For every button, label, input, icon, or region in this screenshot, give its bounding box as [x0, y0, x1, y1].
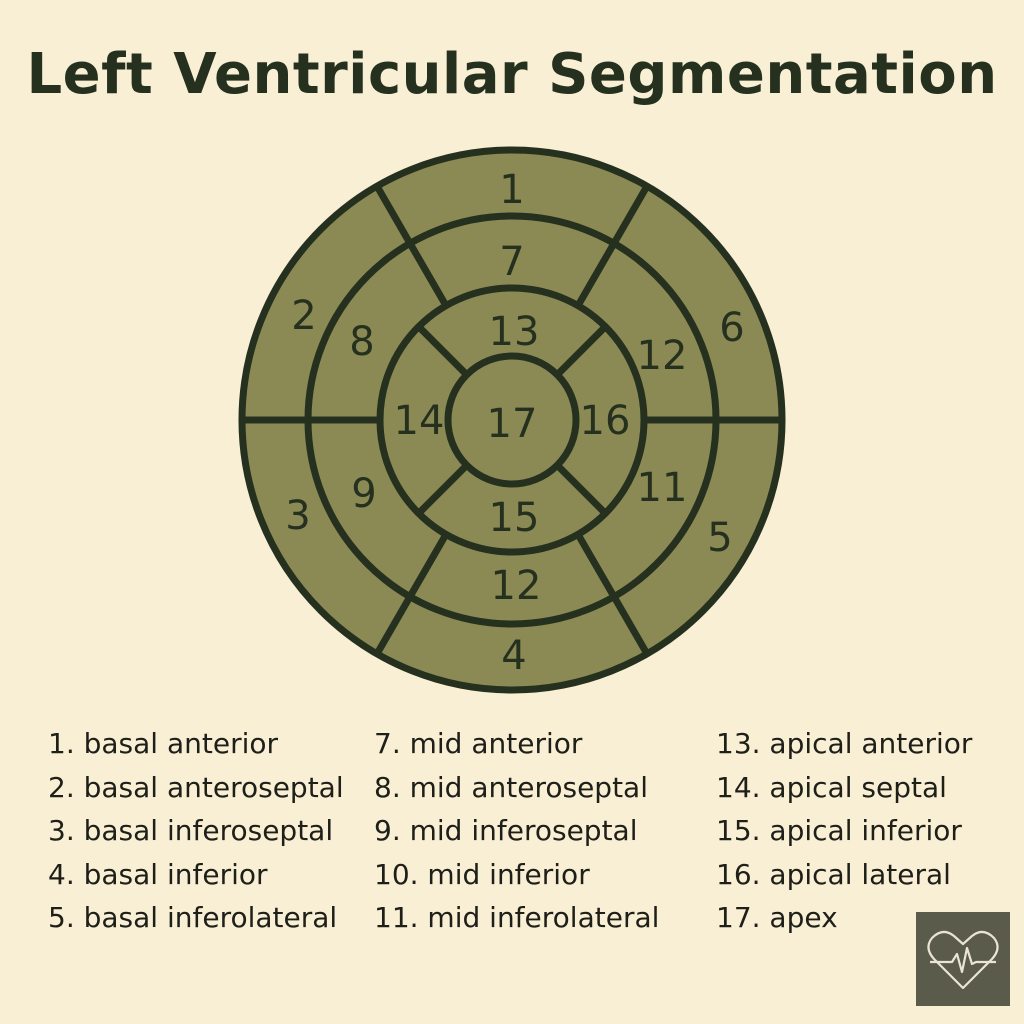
apical-divider-line [554, 462, 608, 516]
legend-column-apical: 13. apical anterior 14. apical septal 15… [716, 722, 972, 940]
segment-seg-4 [377, 596, 647, 690]
segment-seg-8 [308, 243, 446, 420]
label-seg-9: 9 [351, 471, 376, 517]
label-seg-11: 11 [637, 465, 688, 511]
label-seg-17: 17 [487, 401, 538, 447]
apex-outline [444, 352, 580, 488]
basal-divider-line [610, 594, 651, 656]
legend-item: 3. basal inferoseptal [48, 814, 334, 847]
basal-divider-line [373, 594, 414, 656]
legend-item: 5. basal inferolateral [48, 901, 338, 934]
label-seg-8: 8 [349, 319, 374, 365]
label-seg-1: 1 [499, 167, 524, 213]
legend-item: 14. apical septal [716, 770, 947, 804]
basal-divider-line [610, 184, 651, 246]
label-seg-16: 16 [580, 398, 631, 444]
segment-seg-7 [410, 215, 614, 306]
segment-seg-16 [557, 326, 644, 514]
label-seg-2: 2 [291, 293, 316, 339]
legend-item: 4. basal inferior [48, 857, 268, 891]
legend-item: 8. mid anteroseptal [374, 770, 648, 804]
mid-divider-line [574, 532, 618, 599]
legend-item: 2. basal anteroseptal [48, 770, 344, 804]
basal-divider-line [373, 184, 414, 246]
segment-seg-15 [418, 465, 606, 552]
legend-item: 10. mid inferior [374, 857, 590, 891]
legend-item: 7. mid anterior [374, 727, 583, 760]
mid-divider-line [406, 241, 450, 308]
legend-item: 15. apical inferior [716, 814, 962, 847]
segment-seg-10 [410, 534, 614, 624]
legend-item: 1. basal anterior [48, 727, 279, 760]
segment-seg-11 [578, 420, 716, 597]
heart-ecg-icon [927, 930, 999, 990]
label-seg-4: 4 [501, 633, 526, 679]
label-seg-10: 12 [491, 563, 542, 609]
legend-item: 17. apex [716, 901, 838, 934]
apical-divider-line [554, 324, 608, 378]
legend-item: 16. apical lateral [716, 857, 951, 891]
label-seg-15: 15 [489, 495, 540, 541]
label-seg-13: 13 [489, 309, 540, 355]
segment-seg-2 [242, 186, 410, 420]
label-seg-12: 12 [637, 333, 688, 379]
legend-column-mid: 7. mid anterior 8. mid anteroseptal 9. m… [374, 722, 659, 940]
label-seg-14: 14 [394, 398, 445, 444]
label-seg-3: 3 [285, 493, 310, 539]
label-seg-5: 5 [707, 515, 732, 561]
segment-seg-5 [614, 420, 782, 654]
label-seg-6: 6 [719, 305, 744, 351]
segment-seg-6 [614, 186, 782, 420]
segment-seg-1 [377, 150, 647, 244]
label-seg-7: 7 [499, 239, 524, 285]
legend-item: 9. mid inferoseptal [374, 814, 638, 847]
segment-seg-3 [242, 420, 410, 654]
apical-divider-line [416, 462, 470, 516]
logo [916, 912, 1010, 1006]
segment-seg-13 [418, 288, 606, 375]
legend-column-basal: 1. basal anterior 2. basal anteroseptal … [48, 722, 344, 940]
mid-divider-line [574, 241, 618, 308]
legend-item: 13. apical anterior [716, 727, 973, 760]
apical-divider-line [416, 324, 470, 378]
segment-seg-14 [380, 326, 467, 514]
segment-seg-9 [308, 420, 446, 597]
segment-seg-17 [448, 356, 576, 484]
page-title: Left Ventricular Segmentation [26, 42, 998, 107]
legend-item: 11. mid inferolateral [374, 901, 660, 934]
segment-seg-12 [578, 243, 716, 420]
mid-divider-line [406, 532, 450, 599]
